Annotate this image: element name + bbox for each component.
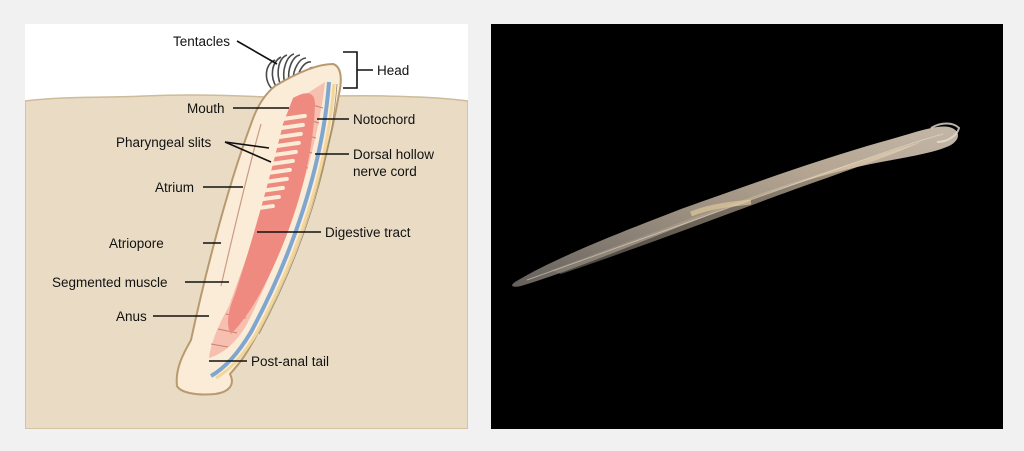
label-notochord: Notochord <box>353 112 415 127</box>
leader-lines <box>153 40 373 362</box>
label-atrium: Atrium <box>155 180 194 195</box>
lancelet-photo-panel <box>491 24 1003 429</box>
label-tentacles: Tentacles <box>173 34 230 49</box>
label-digestive-tract: Digestive tract <box>325 225 411 240</box>
label-anus: Anus <box>116 309 147 324</box>
label-mouth: Mouth <box>187 101 225 116</box>
lancelet-photo <box>512 122 961 287</box>
notochord-shape <box>209 81 331 378</box>
label-pharyngeal-slits: Pharyngeal slits <box>116 135 212 150</box>
atrium-shape <box>220 123 262 287</box>
lancelet-diagram: Tentacles Head Mouth Notochord Pharyngea… <box>25 34 468 429</box>
lancelet-specimen <box>512 122 961 287</box>
label-dorsal-hollow-line1: Dorsal hollow <box>353 147 434 162</box>
label-post-anal-tail: Post-anal tail <box>251 354 329 369</box>
label-head: Head <box>377 63 409 78</box>
pharyngeal-slits-shape <box>243 113 307 212</box>
label-atriopore: Atriopore <box>109 236 164 251</box>
label-segmented-muscle: Segmented muscle <box>52 275 168 290</box>
label-dorsal-hollow-line2: nerve cord <box>353 164 417 179</box>
lancelet-diagram-panel: Tentacles Head Mouth Notochord Pharyngea… <box>25 24 468 429</box>
